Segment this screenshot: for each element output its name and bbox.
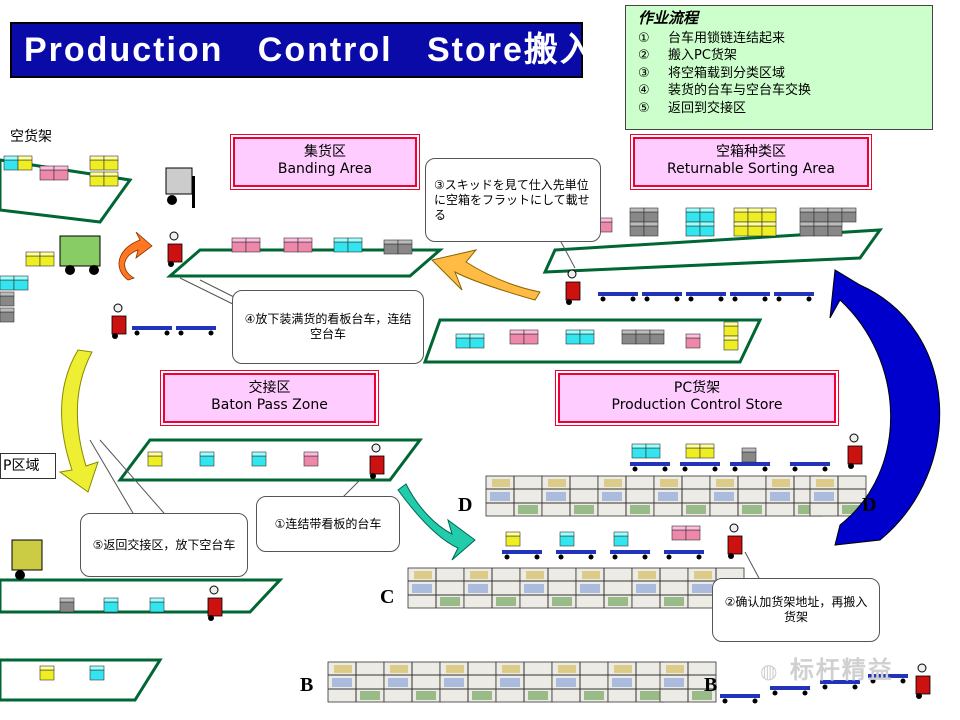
rack-letter-b-left: B bbox=[300, 674, 314, 696]
rack-letter-b-right: B bbox=[704, 674, 718, 696]
workflow-step: ② 搬入PC货架 bbox=[638, 47, 920, 65]
step-text: 装货的台车与空台车交换 bbox=[668, 83, 812, 98]
zone-banding-cn: 集货区 bbox=[304, 144, 346, 160]
arrow-yellow bbox=[58, 349, 99, 493]
step-number: ③ bbox=[638, 65, 650, 81]
workflow-step: ③ 将空箱载到分类区域 bbox=[638, 65, 920, 83]
zone-baton-en: Baton Pass Zone bbox=[211, 397, 328, 413]
callout-step-1: ①连结带看板的台车 bbox=[256, 496, 400, 552]
workflow-steps-note: 作业流程 ① 台车用锁链连结起来 ② 搬入PC货架 ③ 将空箱载到分类区域 ④ 装货的台… bbox=[625, 5, 933, 130]
rack-letter-d-right: D bbox=[862, 494, 877, 516]
arrow-teal bbox=[397, 483, 476, 561]
callout-step-5: ⑤返回交接区，放下空台车 bbox=[80, 513, 248, 577]
flow-arrows bbox=[58, 231, 941, 561]
arrow-orange bbox=[431, 249, 541, 301]
step-number: ② bbox=[638, 48, 650, 63]
workflow-step: ⑤ 返回到交接区 bbox=[638, 100, 920, 118]
zone-pc-cn: PC货架 bbox=[673, 380, 721, 396]
arrow-orange-small bbox=[118, 231, 153, 281]
zone-returnable-en: Returnable Sorting Area bbox=[667, 161, 835, 177]
watermark-text: 标杆精益 bbox=[789, 656, 894, 684]
page-title: Production Control Store搬入 bbox=[10, 22, 594, 78]
callout-step-3: ③スキッドを見て仕入先単位に空箱をフラットにして載せる bbox=[425, 158, 601, 242]
workflow-step: ① 台车用锁链连结起来 bbox=[638, 30, 920, 48]
callout-step-2: ②确认加货架地址，再搬入货架 bbox=[712, 578, 880, 642]
return-arrow-blue bbox=[829, 269, 941, 546]
zone-banding-en: Banding Area bbox=[277, 161, 373, 177]
zone-baton-pass: 交接区 Baton Pass Zone bbox=[160, 370, 379, 426]
callout-step-4: ④放下装满货的看板台车，连结空台车 bbox=[232, 290, 424, 364]
zone-banding-area: 集货区 Banding Area bbox=[230, 134, 420, 190]
zone-returnable-sorting: 空箱种类区 Returnable Sorting Area bbox=[630, 134, 872, 190]
empty-rack-label: 空货架 bbox=[10, 129, 52, 145]
step-text: 搬入PC货架 bbox=[668, 48, 737, 63]
rack-letter-d-left: D bbox=[458, 494, 473, 516]
zone-baton-cn: 交接区 bbox=[248, 380, 291, 396]
zone-pc-store: PC货架 Production Control Store bbox=[555, 370, 839, 426]
zone-returnable-cn: 空箱种类区 bbox=[716, 144, 786, 160]
zone-pc-en: Production Control Store bbox=[611, 397, 783, 413]
step-number: ④ bbox=[638, 83, 650, 98]
forklifts bbox=[11, 167, 195, 580]
step-number: ① bbox=[638, 30, 650, 46]
step-number: ⑤ bbox=[638, 100, 650, 116]
step-text: 返回到交接区 bbox=[668, 100, 747, 116]
step-text: 台车用锁链连结起来 bbox=[668, 30, 786, 46]
wechat-icon: ◍ bbox=[760, 659, 780, 683]
p-area-label: P区域 bbox=[0, 453, 56, 479]
step-text: 将空箱载到分类区域 bbox=[668, 65, 786, 81]
workflow-heading: 作业流程 bbox=[638, 9, 699, 27]
rack-letter-c: C bbox=[380, 586, 395, 608]
workflow-step: ④ 装货的台车与空台车交换 bbox=[638, 82, 920, 100]
watermark-logo: ◍ 标杆精益 bbox=[760, 650, 894, 685]
